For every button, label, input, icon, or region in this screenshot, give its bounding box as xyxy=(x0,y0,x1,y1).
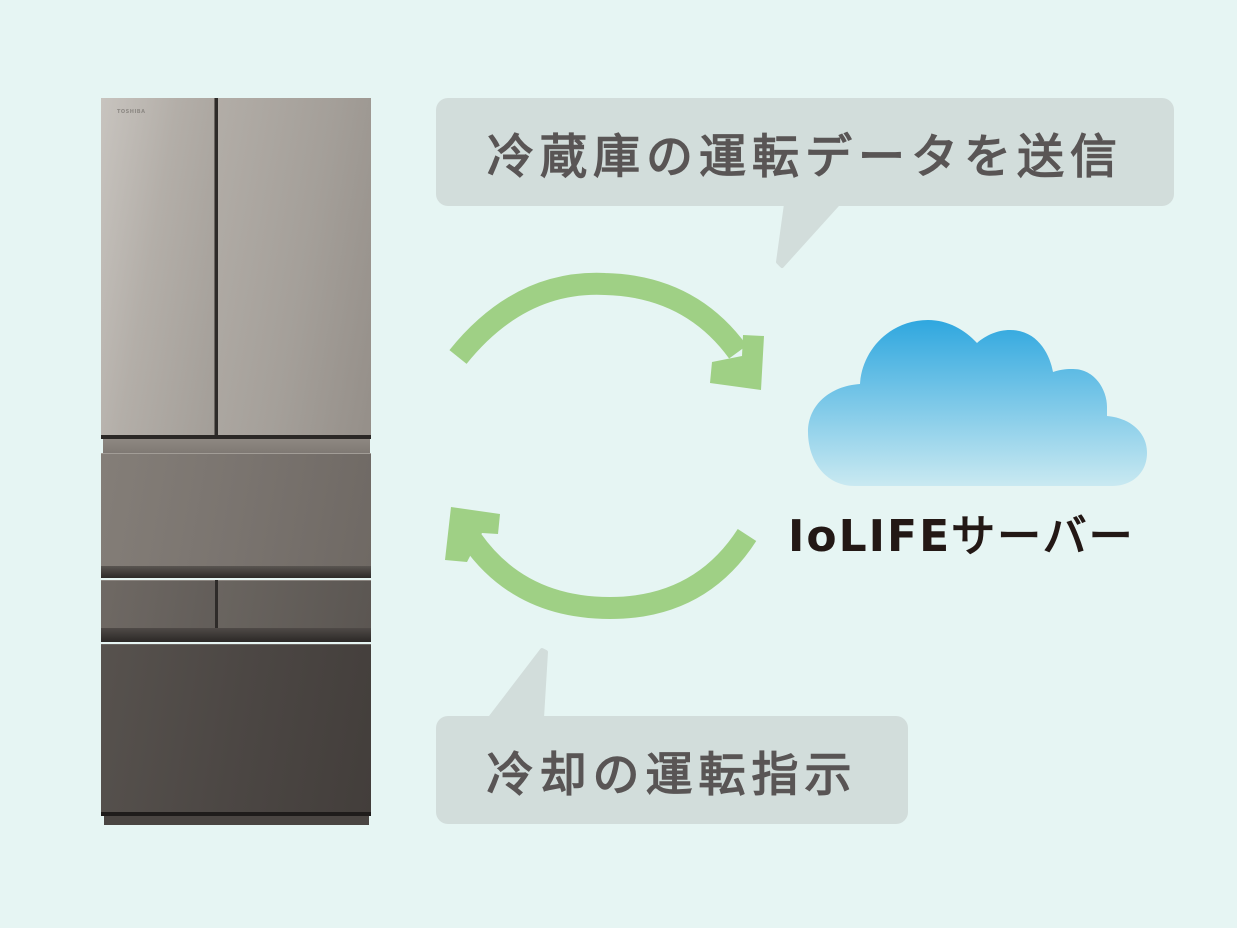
band xyxy=(101,628,371,642)
speech-bubble-send-data: 冷蔵庫の運転データを送信 xyxy=(436,98,1174,206)
fridge-drawer-bottom xyxy=(101,644,371,812)
bubble-text: 冷却の運転指示 xyxy=(486,747,858,803)
refrigerator-image: TOSHIBA xyxy=(101,98,371,825)
fridge-left-door: TOSHIBA xyxy=(101,98,215,435)
server-label: IoLIFEサーバー xyxy=(788,511,1135,562)
fridge-drawer-upper xyxy=(101,453,371,566)
speech-bubble-cooling-instruction: 冷却の運転指示 xyxy=(436,716,908,824)
fridge-base xyxy=(104,816,369,825)
fridge-right-door xyxy=(218,98,371,435)
cloud-icon xyxy=(808,320,1147,486)
drawer-gap xyxy=(215,580,218,642)
seam xyxy=(101,566,371,578)
fridge-drawer-middle-left xyxy=(101,580,215,628)
fridge-drawer-middle-right xyxy=(218,580,371,628)
arrow-to-server xyxy=(449,272,764,390)
seam xyxy=(101,435,371,439)
door-gap xyxy=(215,98,218,435)
brand-logo: TOSHIBA xyxy=(117,109,146,115)
band xyxy=(103,439,370,453)
bubble-text: 冷蔵庫の運転データを送信 xyxy=(487,129,1123,185)
arrow-to-refrigerator xyxy=(445,507,757,620)
seam xyxy=(101,812,371,816)
